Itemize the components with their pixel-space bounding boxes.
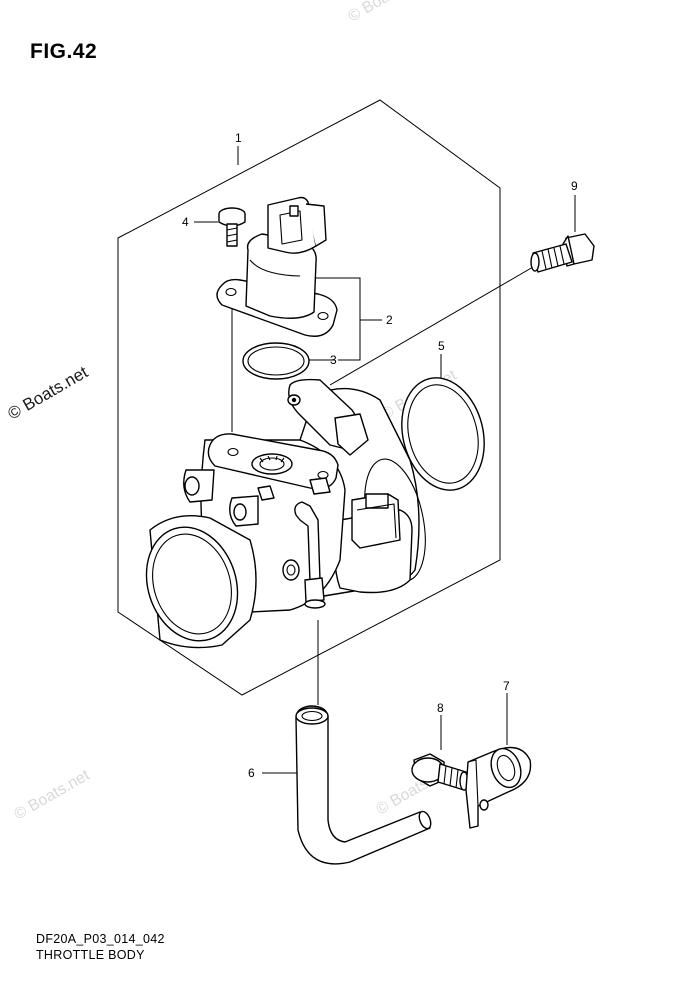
gasket-part-5 [401,377,485,491]
callout-5: 5 [438,339,445,353]
callout-2: 2 [386,313,393,327]
callout-9: 9 [571,179,578,193]
watermark-top: © Boats.net [346,0,428,25]
o-ring-part-3 [242,342,310,380]
callout-6: 6 [248,766,255,780]
hose-part-6 [295,705,432,865]
figure-name: THROTTLE BODY [36,948,145,962]
throttle-body [145,378,426,649]
screw-part-4 [218,207,246,247]
callout-8: 8 [437,701,444,715]
watermark-bottom-left: © Boats.net [12,767,94,824]
bolt-part-9 [530,233,595,273]
figure-code: DF20A_P03_014_042 [36,932,165,946]
figure-title: FIG.42 [30,40,98,63]
callout-7: 7 [503,679,510,693]
sensor-part-2 [216,196,338,337]
clamp-part-7 [465,746,532,829]
watermark-main: © Boats.net [5,362,92,423]
assembly-outline [117,99,501,696]
callout-1: 1 [235,131,242,145]
callout-4: 4 [182,215,189,229]
callout-3: 3 [330,353,337,367]
